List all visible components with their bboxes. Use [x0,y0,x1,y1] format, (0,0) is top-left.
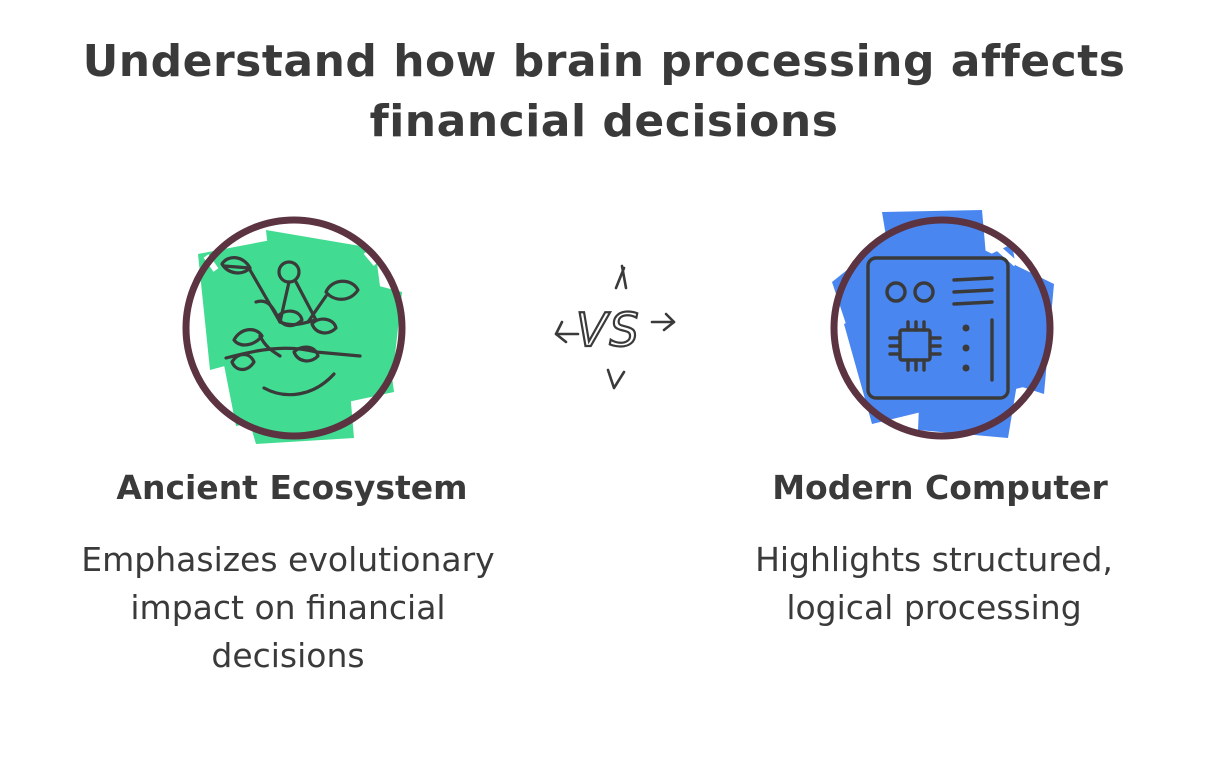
ancient-desc-line-1: Emphasizes evolutionary [81,540,495,579]
plant-vine-icon [182,216,406,444]
modern-desc-line-1: Highlights structured, [755,540,1113,579]
ancient-ecosystem-heading: Ancient Ecosystem [116,468,468,507]
title-line-1: Understand how brain processing affects [82,36,1126,87]
modern-desc-line-2: logical processing [786,588,1082,627]
computer-chip-icon [830,210,1054,440]
title-line-2: financial decisions [369,96,839,147]
ancient-desc-line-2: impact on financial [130,588,446,627]
page-title: Understand how brain processing affects … [0,32,1208,152]
modern-computer-heading: Modern Computer [772,468,1108,507]
vs-icon: VS [554,264,676,390]
modern-computer-description: Highlights structured, logical processin… [674,536,1194,632]
ancient-ecosystem-description: Emphasizes evolutionary impact on financ… [28,536,548,680]
ancient-desc-line-3: decisions [211,636,365,675]
vs-label: VS [576,303,641,357]
